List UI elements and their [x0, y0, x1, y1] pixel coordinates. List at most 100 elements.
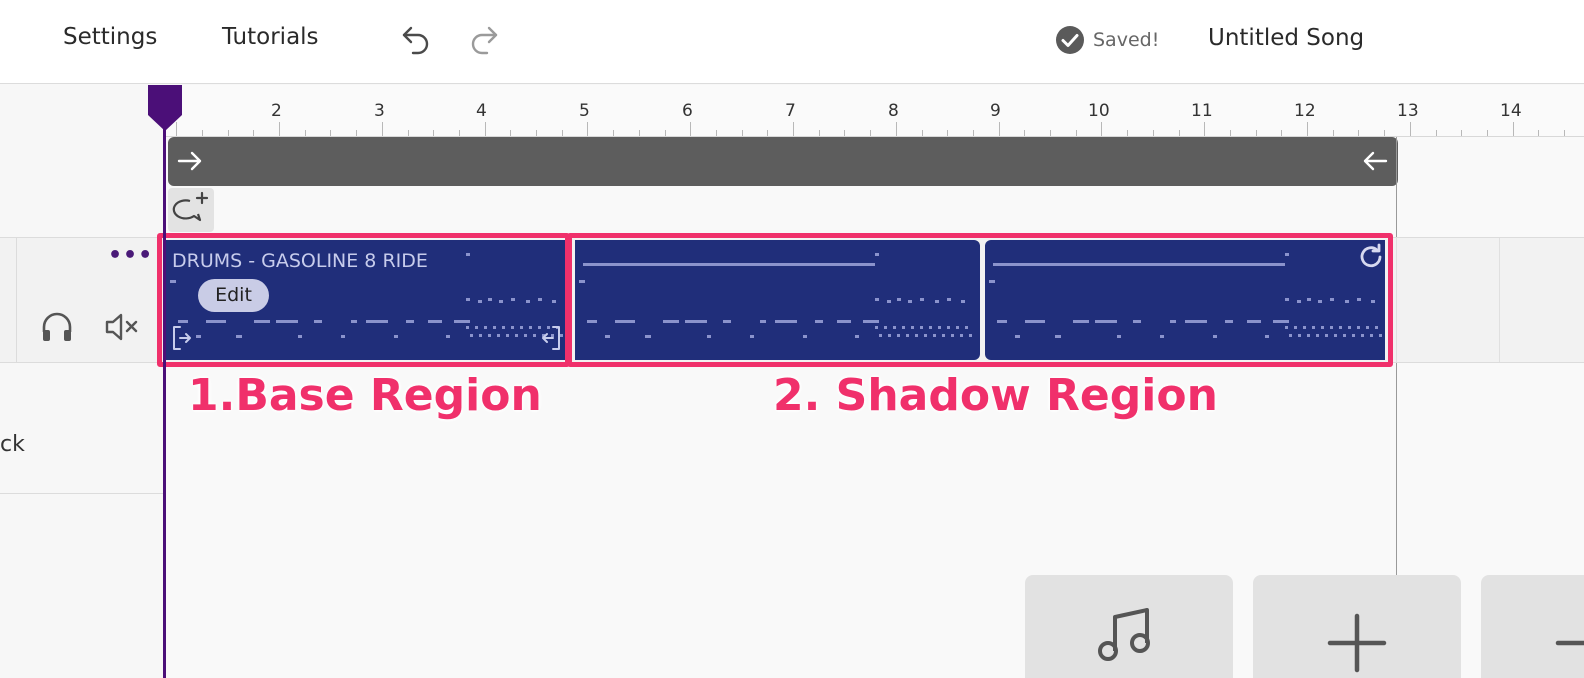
mute-icon[interactable] — [104, 310, 140, 344]
drum-hit — [1095, 320, 1117, 323]
ruler-tick — [1435, 130, 1437, 136]
ruler-tick — [1281, 130, 1283, 136]
ruler-tick — [767, 130, 769, 136]
lane-grid-line — [1396, 238, 1397, 362]
more-card[interactable] — [1481, 575, 1584, 678]
plus-icon — [1327, 613, 1387, 673]
drum-hit — [1307, 334, 1310, 337]
arrow-left-icon[interactable] — [1361, 147, 1389, 175]
drum-hit — [547, 326, 550, 329]
drum-hit — [446, 335, 450, 338]
tutorials-link[interactable]: Tutorials — [222, 24, 319, 50]
drum-hit — [551, 334, 554, 337]
playhead-line — [163, 127, 166, 678]
drum-hit — [1312, 326, 1315, 329]
ruler-tick — [1358, 130, 1360, 136]
undo-icon[interactable] — [401, 22, 431, 56]
drum-hit — [897, 334, 900, 337]
trim-right-icon[interactable] — [540, 325, 562, 351]
add-comment-button[interactable] — [168, 188, 214, 232]
drum-hit — [542, 334, 545, 337]
drum-hit — [1285, 253, 1289, 256]
shadow-region-annotation: 2. Shadow Region — [773, 370, 1218, 421]
add-instrument-card[interactable] — [1025, 575, 1233, 678]
ruler-tick — [587, 122, 589, 136]
add-track-card[interactable] — [1253, 575, 1461, 678]
drum-hit — [906, 334, 909, 337]
ruler-tick — [536, 130, 537, 136]
drum-hit — [314, 320, 322, 323]
drum-hit — [511, 298, 515, 301]
ruler-tick — [304, 130, 306, 136]
drum-hit — [924, 334, 927, 337]
drum-hit — [1273, 320, 1289, 323]
drum-hit — [515, 334, 518, 337]
timeline-ruler[interactable]: 2 3 4 5 6 7 8 9 10 11 12 13 14 — [163, 85, 1584, 137]
ruler-tick — [1307, 122, 1308, 136]
arrow-right-icon[interactable] — [176, 147, 204, 175]
redo-icon[interactable] — [469, 22, 499, 56]
drum-hit — [803, 335, 807, 338]
drum-hit — [479, 334, 482, 337]
more-dots-icon[interactable]: ••• — [108, 243, 154, 268]
edit-region-button[interactable]: Edit — [198, 279, 269, 312]
drum-hit — [529, 326, 532, 329]
drum-hit — [1225, 320, 1233, 323]
shadow-region[interactable] — [575, 240, 980, 360]
drum-hit — [178, 320, 188, 323]
drum-hit — [1343, 334, 1346, 337]
ruler-tick — [1050, 130, 1051, 136]
shadow-region[interactable] — [985, 240, 1385, 360]
music-note-icon — [1098, 608, 1150, 661]
bar-number: 11 — [1191, 101, 1213, 121]
timeline[interactable]: 2 3 4 5 6 7 8 9 10 11 12 13 14 — [148, 85, 1584, 678]
drum-hit — [524, 334, 527, 337]
drum-hit — [707, 335, 711, 338]
drum-hit — [538, 298, 542, 301]
bar-number: 9 — [990, 101, 1001, 121]
headphones-icon[interactable] — [40, 310, 74, 344]
drum-hit — [298, 335, 302, 338]
playhead-handle[interactable] — [148, 85, 182, 131]
drum-hit — [965, 326, 968, 329]
drum-hit — [466, 326, 469, 329]
drum-hit — [938, 326, 941, 329]
loop-bar[interactable] — [168, 137, 1398, 186]
drum-hit — [863, 320, 879, 323]
ruler-tick — [1075, 130, 1077, 136]
ruler-tick — [1564, 130, 1565, 136]
drum-hit — [1117, 335, 1121, 338]
ruler-tick — [1024, 130, 1026, 136]
trim-left-icon[interactable] — [171, 325, 193, 351]
drum-hit — [1303, 326, 1306, 329]
drum-hit — [196, 335, 201, 338]
drum-pattern — [170, 253, 563, 338]
ruler-tick — [1152, 130, 1154, 136]
region-name: DRUMS - GASOLINE 8 RIDE — [172, 250, 428, 272]
drum-hit — [526, 300, 530, 303]
drum-hit — [920, 326, 923, 329]
ruler-tick — [1512, 122, 1514, 136]
ruler-tick — [972, 130, 974, 136]
drum-hit — [552, 300, 556, 303]
saved-text: Saved! — [1093, 29, 1160, 51]
song-title[interactable]: Untitled Song — [1208, 25, 1365, 51]
drum-hit — [902, 326, 905, 329]
drum-hit — [993, 263, 1285, 266]
drum-hit — [493, 326, 496, 329]
drum-hit — [1170, 320, 1176, 323]
drum-hit — [875, 253, 879, 256]
drum-hit — [488, 298, 492, 301]
ruler-tick — [484, 122, 486, 136]
ruler-tick — [1461, 130, 1463, 136]
bar-number: 6 — [682, 101, 693, 121]
drum-hit — [1361, 334, 1364, 337]
ruler-tick — [1409, 122, 1411, 136]
bar-number: 13 — [1397, 101, 1419, 121]
drum-hit — [579, 280, 585, 283]
settings-link[interactable]: Settings — [63, 24, 158, 50]
ruler-tick — [1332, 130, 1334, 136]
loop-icon[interactable] — [1356, 242, 1386, 272]
drum-hit — [1285, 326, 1288, 329]
bar-number: 2 — [271, 101, 282, 121]
